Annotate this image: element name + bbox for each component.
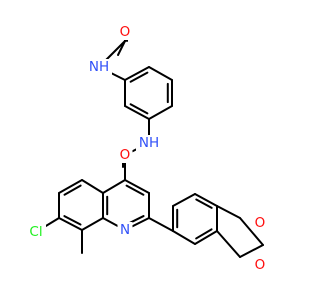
atom-o-dioxole-bottom: O <box>252 257 268 273</box>
bond-a3-a4 <box>148 105 173 120</box>
atom-nh-amide: NH <box>136 135 162 151</box>
atom-n-quinoline: N <box>117 222 133 238</box>
bond-q4a-q4 <box>102 179 126 194</box>
bond-od1-ch2 <box>239 217 264 246</box>
bond-q2-b1 <box>148 217 174 232</box>
bond-b4-od1 <box>216 205 241 219</box>
atom-nh-acetamide: NH <box>86 59 112 75</box>
bond-a2-a3-second <box>129 103 149 115</box>
atom-o-amide: O <box>117 147 133 163</box>
molecule-structure: O NH O NH N Cl O O <box>26 24 268 273</box>
bond-b5-od2 <box>216 230 241 258</box>
bond-q5-q6 <box>58 179 83 194</box>
bond-q8-q8a <box>81 217 104 231</box>
bond-b2-b3 <box>172 193 196 207</box>
svg-text:N: N <box>120 222 130 238</box>
bond-q5-q6-second <box>63 184 82 196</box>
bond-b5-b6-second <box>195 228 213 240</box>
bond-q7-q8-second <box>63 215 82 226</box>
bond-q4-q3 <box>124 179 150 194</box>
bond-a6-a1 <box>124 66 150 81</box>
svg-text:O: O <box>255 215 266 231</box>
bond-b6-b1 <box>172 230 196 245</box>
atom-labels: O NH O NH N Cl O O <box>26 24 268 273</box>
bond-b5-b6 <box>194 230 218 245</box>
bond-q7-q8 <box>58 217 83 231</box>
atom-o-acetyl: O <box>117 24 133 40</box>
atom-o-dioxole-top: O <box>252 215 268 231</box>
svg-text:O: O <box>120 24 131 40</box>
atom-cl: Cl <box>26 224 46 240</box>
bond-od2-ch2 <box>239 244 264 258</box>
svg-text:O: O <box>255 257 266 273</box>
bond-q4a-q5 <box>81 179 104 194</box>
bond-q4-q3-second <box>125 184 145 196</box>
svg-text:NH: NH <box>139 135 159 151</box>
bond-b3-b4 <box>194 193 218 207</box>
bond-b3-b4-second <box>195 198 213 209</box>
svg-text:O: O <box>120 147 131 163</box>
svg-text:NH: NH <box>89 59 109 75</box>
svg-text:Cl: Cl <box>29 224 42 240</box>
bond-a6-a1-second <box>129 71 149 83</box>
bond-a2-a3 <box>124 105 150 120</box>
bond-a5-a6 <box>148 66 173 81</box>
